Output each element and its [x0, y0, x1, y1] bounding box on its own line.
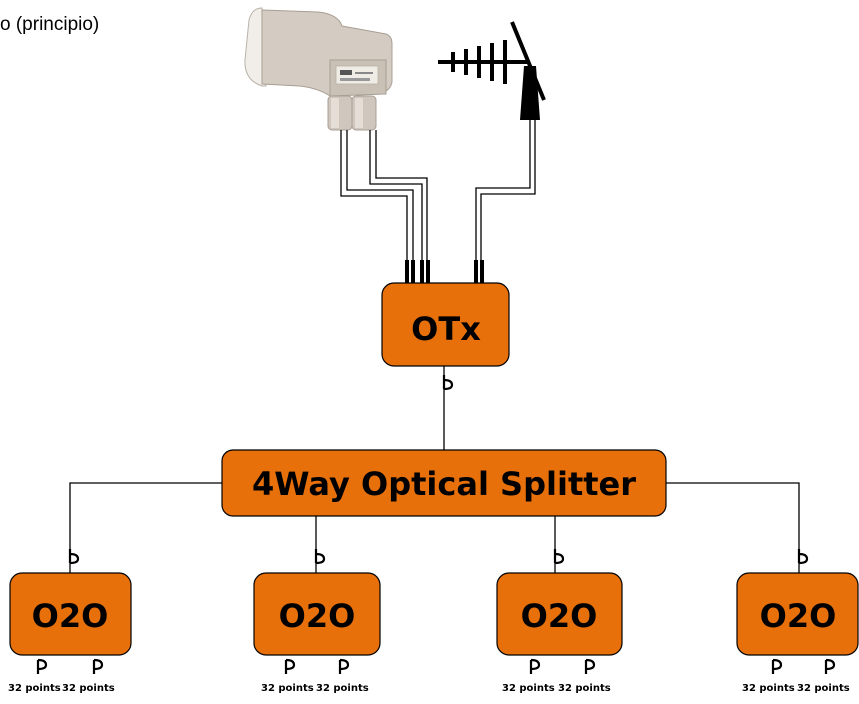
output-label: 32 points — [558, 683, 611, 694]
otx-connectors — [405, 260, 484, 284]
optical-splitter: 4Way Optical Splitter — [221, 449, 667, 517]
receiver-o2o: O2O 32 points 32 points — [253, 549, 381, 694]
splitter-outputs — [69, 482, 800, 575]
otx-label: OTx — [411, 310, 481, 348]
splitter-label: 4Way Optical Splitter — [252, 465, 636, 503]
receiver-label: O2O — [279, 597, 356, 635]
receiver-o2o: O2O 32 points 32 points — [496, 549, 623, 694]
otx-transmitter: OTx — [381, 282, 510, 367]
otx-optical-output — [442, 366, 454, 450]
receivers-group: O2O 32 points 32 points O2O 32 points 32… — [8, 549, 859, 694]
input-cables — [340, 120, 536, 262]
yagi-antenna-icon — [438, 21, 546, 120]
receiver-o2o: O2O 32 points 32 points — [8, 549, 132, 694]
output-label: 32 points — [62, 683, 115, 694]
receiver-label: O2O — [521, 597, 598, 635]
quad-lnb-icon — [244, 7, 393, 131]
output-label: 32 points — [316, 683, 369, 694]
receiver-label: O2O — [32, 597, 109, 635]
receiver-label: O2O — [760, 597, 837, 635]
diagram-caption: o (principio) — [0, 14, 100, 35]
output-label: 32 points — [502, 683, 555, 694]
receiver-o2o: O2O 32 points 32 points — [736, 549, 859, 694]
output-label: 32 points — [261, 683, 314, 694]
output-label: 32 points — [8, 683, 61, 694]
output-label: 32 points — [742, 683, 795, 694]
output-label: 32 points — [797, 683, 850, 694]
